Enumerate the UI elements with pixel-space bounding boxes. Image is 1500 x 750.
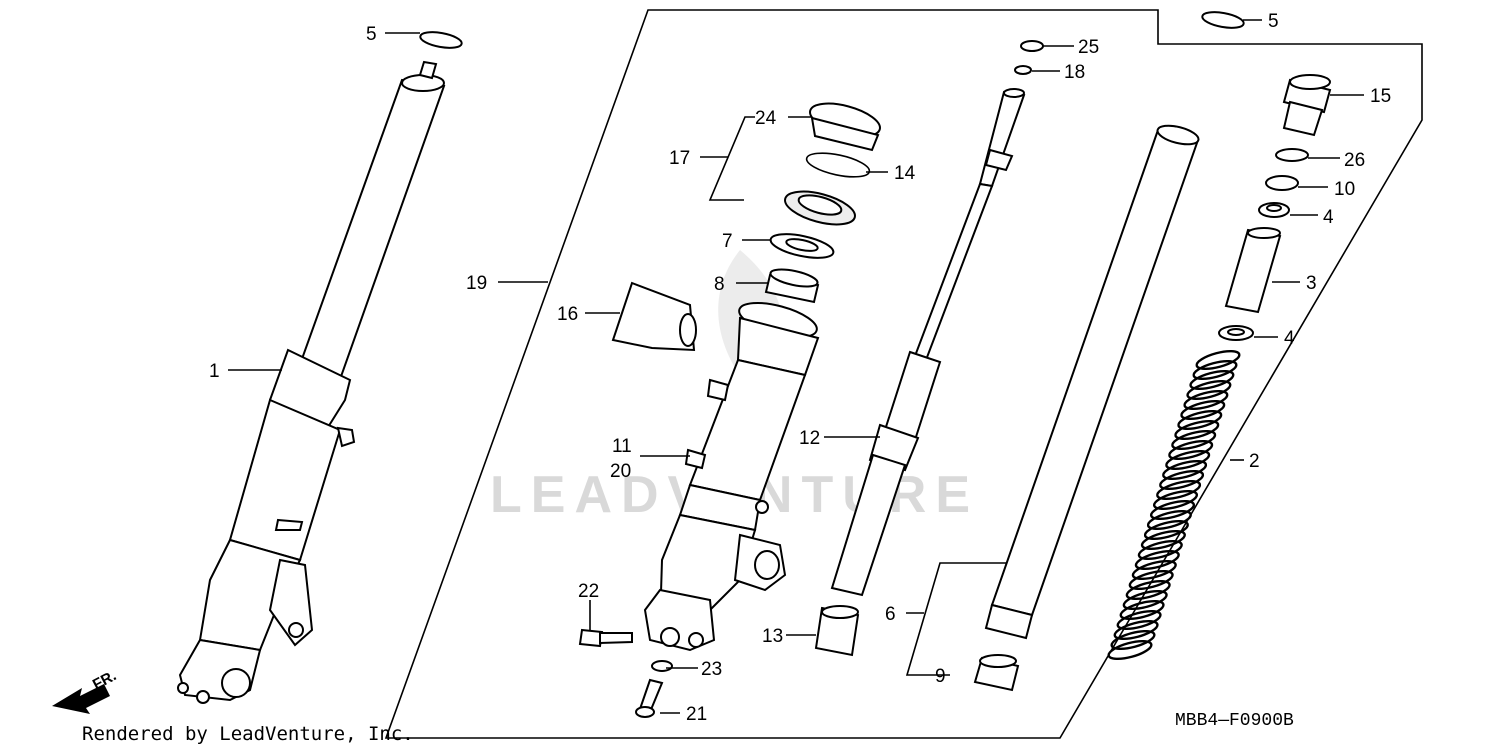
spring-coil [1192,359,1238,381]
spring-coil [1159,469,1205,491]
small-ring-25 [1020,40,1044,52]
spacer [1224,228,1282,314]
spring-coil [1128,569,1174,591]
spring-coil [1125,579,1171,601]
spring-coil [1110,629,1156,651]
spring-coil [1174,419,1220,441]
spring-coil [1107,639,1153,661]
fork-slider [643,301,820,652]
spring-coil [1140,529,1186,551]
leader-lines [228,19,1364,714]
spring-coil [1134,549,1180,571]
callout-23: 23 [701,659,722,680]
snap-ring-right [1201,11,1245,29]
fork-assembly-complete [177,60,446,704]
callout-17: 17 [669,148,690,169]
spring-coil [1156,479,1202,501]
callout-18: 18 [1064,62,1085,83]
snap-ring-left [419,31,463,49]
callouts: 5 1 5 25 18 15 26 10 4 3 4 2 24 17 14 7 … [209,11,1391,725]
callout-21: 21 [686,704,707,725]
spring-coil [1137,539,1183,561]
callout-16: 16 [557,304,578,325]
spring-coil [1122,589,1168,611]
callout-15: 15 [1370,86,1391,107]
small-ring-18 [1014,65,1032,75]
assembly-outline [384,9,1423,739]
drain-bolt [635,678,664,718]
callout-1: 1 [209,361,220,382]
spring-coil [1183,389,1229,411]
callout-12: 12 [799,428,820,449]
spring-coil [1149,499,1196,521]
callout-10: 10 [1334,179,1355,200]
callout-14: 14 [894,163,916,184]
washer-10 [1265,175,1299,191]
fork-spring [1107,349,1241,661]
socket-bolt [578,628,633,648]
callout-11: 11 [612,436,632,457]
spring-coil [1180,399,1226,421]
spring-coil [1189,369,1235,391]
spring-coil [1162,459,1208,481]
spring-coil [1186,379,1232,401]
callout-22: 22 [578,581,599,602]
credit-text: Rendered by LeadVenture, Inc. [82,723,414,745]
spring-coil [1146,509,1192,531]
callout-25: 25 [1078,37,1099,58]
front-direction-indicator: FR. [52,667,119,714]
spring-coil [1165,449,1211,471]
spring-coil [1195,349,1241,371]
callout-2: 2 [1249,451,1260,472]
callout-4-bottom: 4 [1284,328,1295,349]
seal-clip [805,152,871,178]
callout-5-right: 5 [1268,11,1279,32]
callout-5-left: 5 [366,24,377,45]
spring-coil [1171,429,1217,451]
damper-rod [830,88,1026,597]
spring-coil [1168,439,1214,461]
dust-seal-body [810,116,880,152]
spring-coil [1177,409,1223,431]
callout-20: 20 [610,461,631,482]
callout-7: 7 [722,231,733,252]
callout-9: 9 [935,666,946,687]
callout-19: 19 [466,273,487,294]
callout-4-top: 4 [1323,207,1334,228]
fork-guard-edge [679,313,697,347]
inner-tube [984,124,1200,640]
spring-coil [1152,489,1199,511]
callout-8: 8 [714,274,725,295]
callout-26: 26 [1344,150,1365,171]
fork-cap-bolt [1282,74,1332,137]
copper-washer [651,660,673,672]
spring-coil [1116,609,1162,631]
diagram-code: MBB4—F0900B [1175,711,1294,731]
spring-coil [1113,619,1159,641]
washer-26 [1275,148,1309,162]
spring-coil [1119,599,1165,621]
callout-13: 13 [762,626,783,647]
callout-6: 6 [885,604,896,625]
spring-coil [1131,559,1177,581]
callout-24: 24 [755,108,777,129]
fork-guard-part [611,281,696,352]
callout-3: 3 [1306,273,1317,294]
spring-coil [1143,519,1189,541]
